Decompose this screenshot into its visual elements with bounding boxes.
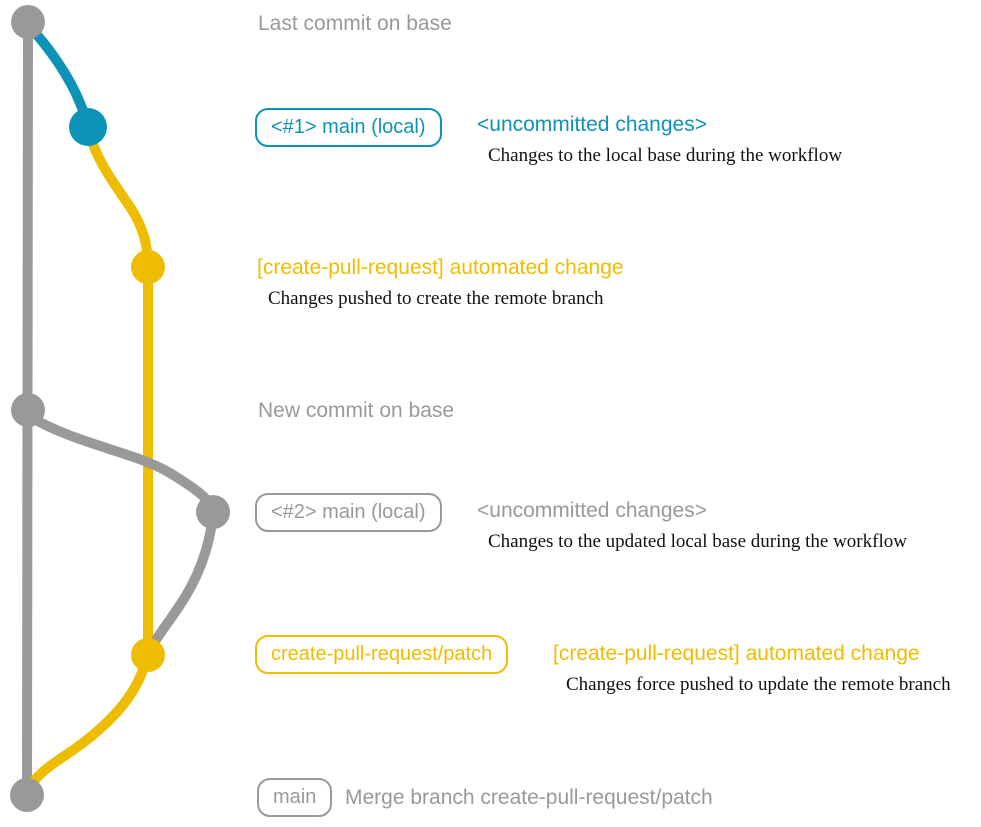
commit-dot-merge <box>10 778 44 812</box>
commit-dot-uncommitted-2 <box>196 495 230 529</box>
branch-label-main: main <box>257 778 333 817</box>
commit-dot-automated-2 <box>131 638 165 672</box>
commit-dot-uncommitted-1 <box>69 108 107 146</box>
gray-branch-to-head2 <box>24 411 218 514</box>
desc-local-base-changes: Changes to the local base during the wor… <box>488 145 843 166</box>
label-new-commit-on-base: New commit on base <box>258 399 455 422</box>
branch-label-main-local-2: <#2> main (local) <box>255 493 442 532</box>
headline-uncommitted-changes-2: <uncommitted changes> <box>477 499 707 522</box>
headline-uncommitted-changes-1: <uncommitted changes> <box>477 113 707 136</box>
branch-label-create-pull-request-patch: create-pull-request/patch <box>255 635 509 674</box>
yellow-branch-upper <box>84 127 153 267</box>
commit-dot-automated-1 <box>131 250 165 284</box>
branch-label-main-local-1: <#1> main (local) <box>255 108 442 147</box>
yellow-branch-merge <box>23 658 150 795</box>
desc-changes-force-pushed: Changes force pushed to update the remot… <box>566 674 951 695</box>
headline-automated-change-1: [create-pull-request] automated change <box>257 256 624 279</box>
gray-branch-rebase <box>145 510 218 655</box>
headline-automated-change-2: [create-pull-request] automated change <box>553 642 920 665</box>
label-last-commit-on-base: Last commit on base <box>258 12 452 35</box>
label-merge-branch: Merge branch create-pull-request/patch <box>345 786 713 809</box>
commit-dot-last-base <box>11 5 45 39</box>
desc-updated-local-base-changes: Changes to the updated local base during… <box>488 531 907 552</box>
commit-dot-new-base <box>11 393 45 427</box>
desc-changes-pushed: Changes pushed to create the remote bran… <box>268 288 604 309</box>
